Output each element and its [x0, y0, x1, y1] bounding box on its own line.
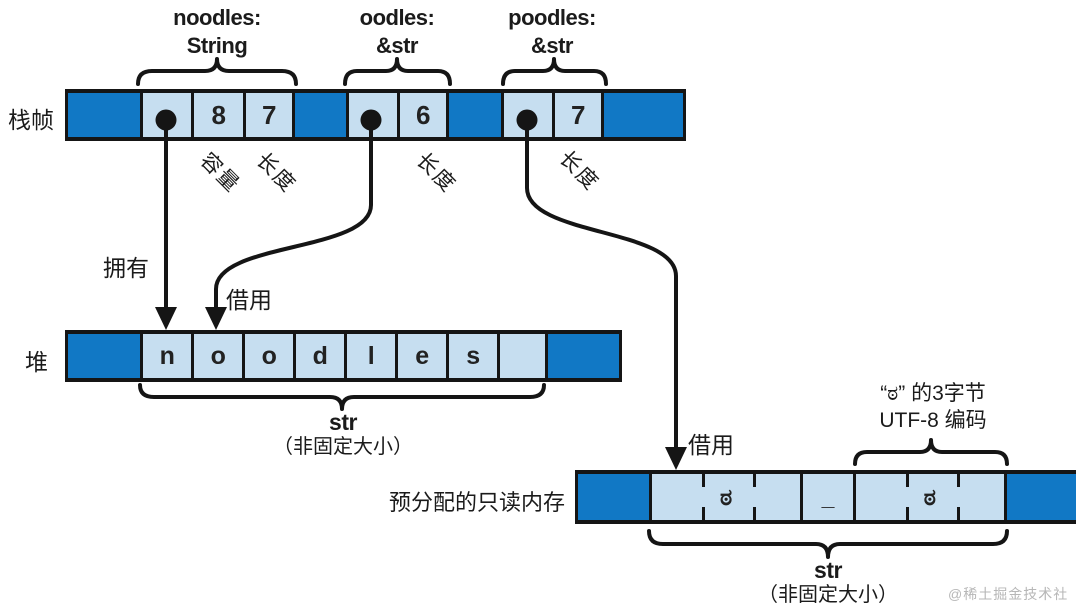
- oodles-name: oodles:: [359, 5, 435, 30]
- length-field-label-oodles: 长度: [411, 148, 461, 198]
- heap-byte-cell: o: [242, 334, 293, 378]
- heap-padding-segment: [548, 334, 619, 378]
- byte-separator-stub: [753, 507, 756, 520]
- owns-arrowhead: [155, 307, 177, 330]
- byte-separator-stub: [753, 474, 756, 487]
- romem-byte-cell: [751, 474, 800, 520]
- noodles-type: String: [186, 33, 248, 58]
- owns-arrow-label: 拥有: [103, 255, 149, 281]
- utf8-note-line1: “ಠ” 的3字节: [880, 382, 986, 405]
- oodles-var-label: oodles: &str: [302, 4, 492, 60]
- romem-str-brace: [647, 529, 1009, 559]
- poodles-brace: [501, 57, 608, 86]
- utf8-encoding-note: “ಠ” 的3字节 UTF-8 编码: [823, 380, 1043, 434]
- byte-separator-stub: [957, 474, 960, 487]
- length-field-label-noodles: 长度: [251, 148, 301, 198]
- poodles-var-label: poodles: &str: [457, 4, 647, 60]
- byte-separator-stub: [906, 474, 909, 487]
- romem-padding-segment: [578, 474, 649, 520]
- utf8-bytes-brace: [853, 438, 1009, 466]
- heap-row: n o o d l e s: [65, 330, 622, 382]
- byte-separator-stub: [906, 507, 909, 520]
- oodles-brace: [343, 57, 452, 86]
- romem-byte-cell: ಠ: [923, 483, 936, 510]
- oodles-type: &str: [375, 33, 419, 58]
- heap-byte-cell: l: [344, 334, 395, 378]
- readonly-memory-row: ಠ _ ಠ: [575, 470, 1076, 524]
- borrow-arrowhead-poodles: [665, 447, 687, 470]
- byte-separator-stub: [702, 474, 705, 487]
- stack-row: 8 7 6 7: [65, 89, 686, 141]
- poodles-length-cell: 7: [552, 93, 604, 137]
- borrow-arrowhead-oodles: [205, 307, 227, 330]
- heap-byte-cell: s: [446, 334, 497, 378]
- heap-unused-cell: [497, 334, 548, 378]
- heap-byte-cell: n: [140, 334, 191, 378]
- length-field-label-poodles: 长度: [554, 146, 604, 196]
- romem-underscore-cell: _: [800, 474, 856, 520]
- byte-separator-stub: [957, 507, 960, 520]
- romem-byte-cell: ಠ: [720, 483, 733, 510]
- stack-padding-segment: [295, 93, 346, 137]
- noodles-capacity-cell: 8: [191, 93, 243, 137]
- heap-byte-cell: d: [293, 334, 344, 378]
- byte-separator-stub: [702, 507, 705, 520]
- noodles-var-label: noodles: String: [122, 4, 312, 60]
- poodles-name: poodles:: [508, 5, 596, 30]
- readonly-memory-label: 预分配的只读内存: [388, 490, 565, 515]
- stack-padding-segment: [449, 93, 501, 137]
- heap-padding-segment: [68, 334, 140, 378]
- borrow-arrow-label-poodles: 借用: [688, 432, 734, 458]
- heap-str-annotation: str （非固定大小）: [233, 410, 453, 460]
- watermark: @稀土掘金技术社区: [948, 586, 1069, 602]
- romem-byte-strip: ಠ _ ಠ: [649, 474, 1007, 520]
- stack-padding-segment: [604, 93, 683, 137]
- romem-byte-cell: [856, 474, 905, 520]
- stack-padding-segment: [68, 93, 140, 137]
- poodles-pointer-cell: [501, 93, 552, 137]
- heap-byte-cell: e: [395, 334, 446, 378]
- poodles-type: &str: [530, 33, 574, 58]
- heap-byte-cell: o: [191, 334, 242, 378]
- heap-str-brace: [138, 383, 546, 411]
- romem-byte-cell: [955, 474, 1004, 520]
- romem-padding-segment: [1007, 474, 1076, 520]
- heap-str-title: str: [329, 409, 357, 435]
- noodles-length-cell: 7: [243, 93, 295, 137]
- heap-label: 堆: [25, 349, 48, 375]
- romem-byte-cell: [652, 474, 701, 520]
- oodles-pointer-cell: [346, 93, 397, 137]
- stack-frame-label: 栈帧: [8, 107, 54, 133]
- noodles-pointer-cell: [140, 93, 191, 137]
- noodles-name: noodles:: [173, 5, 261, 30]
- romem-str-annotation: str （非固定大小）: [718, 558, 938, 606]
- heap-str-subtitle: （非固定大小）: [273, 436, 413, 458]
- romem-str-subtitle: （非固定大小）: [758, 584, 898, 606]
- noodles-brace: [136, 57, 298, 86]
- borrow-arrow-label-oodles: 借用: [226, 287, 272, 313]
- oodles-length-cell: 6: [397, 93, 449, 137]
- utf8-note-line2: UTF-8 编码: [879, 409, 987, 432]
- romem-str-title: str: [814, 557, 842, 583]
- capacity-field-label: 容量: [195, 148, 245, 198]
